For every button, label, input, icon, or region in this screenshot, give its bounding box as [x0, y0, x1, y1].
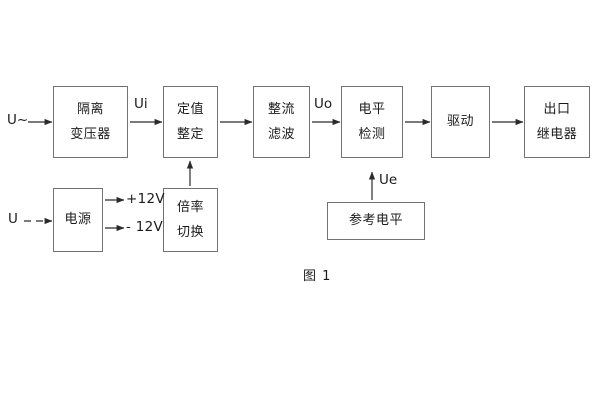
label-ue: Ue [379, 172, 398, 188]
block-multiplier-switch: 倍率 切换 [163, 188, 218, 252]
block-line: 出口 [543, 101, 571, 117]
block-line: 检测 [358, 127, 386, 142]
label-minus-12v: - 12V [126, 219, 164, 235]
label-ui: Ui [134, 96, 148, 112]
block-setting-value: 定值 整定 [163, 86, 218, 158]
block-line: 电平 [358, 101, 386, 117]
block-line: 参考电平 [348, 213, 403, 229]
block-line: 整定 [176, 127, 204, 142]
block-power-supply: 电源 [53, 188, 103, 252]
label-uo: Uo [314, 96, 333, 112]
block-line: 定值 [176, 101, 204, 117]
block-line: 切换 [176, 225, 204, 240]
label-plus-12v: +12V [126, 191, 165, 207]
block-line: 隔离 [76, 101, 104, 117]
block-line: 倍率 [176, 199, 204, 215]
block-line: 电源 [64, 212, 92, 228]
block-line: 驱动 [446, 114, 474, 130]
block-line: 变压器 [70, 127, 111, 142]
block-reference-level: 参考电平 [327, 202, 425, 240]
block-line: 整流 [267, 101, 295, 117]
block-line: 滤波 [267, 127, 295, 142]
block-isolation-transformer: 隔离 变压器 [53, 86, 128, 158]
block-line: 继电器 [536, 127, 578, 142]
block-drive: 驱动 [431, 86, 490, 158]
figure-caption: 图 1 [303, 269, 332, 284]
label-input-ac: U~ [7, 112, 29, 128]
block-rectify-filter: 整流 滤波 [253, 86, 310, 158]
block-level-detection: 电平 检测 [341, 86, 403, 158]
label-input-dc: U [8, 211, 18, 227]
block-output-relay: 出口 继电器 [524, 86, 590, 158]
